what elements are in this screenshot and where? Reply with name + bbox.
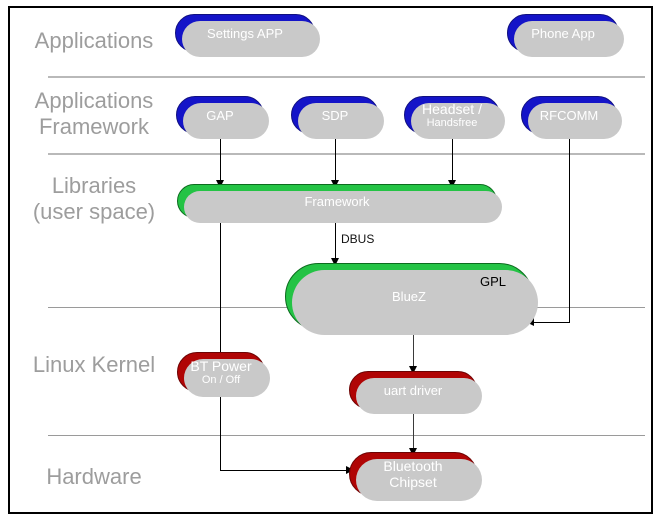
edge-framework-bluez-arrow — [331, 258, 339, 266]
node-chipset-label-line2: Chipset — [389, 474, 437, 490]
node-phone-app-label: Phone App — [531, 25, 595, 41]
edge-label-dbus: DBUS — [341, 232, 375, 246]
node-framework-label: Framework — [304, 193, 370, 209]
node-framework[interactable]: Framework — [177, 184, 502, 223]
edge-framework-chipset-vline — [220, 218, 221, 470]
node-bluez[interactable]: GPL BlueZ — [285, 263, 538, 335]
node-shadow — [356, 378, 482, 414]
divider-applications-framework — [48, 153, 645, 155]
divider-linux-kernel — [48, 435, 645, 436]
node-phone-app[interactable]: Phone App — [507, 14, 624, 57]
node-headset-handsfree[interactable]: Headset / Handsfree — [404, 96, 505, 139]
node-sdp[interactable]: SDP — [291, 96, 384, 139]
edge-bluez-uart-line — [413, 330, 414, 370]
edge-rfcomm-bluez-vline — [569, 135, 570, 322]
diagram-frame — [8, 6, 653, 514]
node-shadow — [514, 21, 624, 57]
node-shadow — [184, 359, 270, 397]
node-bt-power-label-line1: BT Power — [190, 357, 252, 374]
node-rfcomm-label: RFCOMM — [539, 107, 599, 123]
node-bluetooth-chipset[interactable]: Bluetooth Chipset — [349, 452, 482, 501]
edge-headset-framework-line — [452, 135, 453, 182]
node-uart-driver[interactable]: uart driver — [349, 371, 482, 414]
edge-sdp-framework-line — [335, 135, 336, 182]
edge-bluez-uart-arrow — [409, 366, 417, 374]
node-headset-label-line2: Handsfree — [426, 116, 478, 129]
node-shadow — [184, 191, 502, 223]
edge-framework-chipset-hline — [220, 470, 348, 471]
layer-label-applications: Applications — [34, 28, 154, 53]
node-bluez-label: BlueZ — [392, 289, 426, 304]
node-shadow — [356, 459, 482, 501]
layer-label-linux-kernel: Linux Kernel — [32, 352, 156, 377]
node-uart-driver-label: uart driver — [383, 382, 443, 398]
layer-label-hardware: Hardware — [46, 464, 142, 489]
node-shadow — [292, 270, 538, 335]
node-gap-label: GAP — [206, 107, 234, 123]
divider-applications — [48, 76, 645, 78]
node-shadow — [182, 21, 320, 57]
node-bluez-license-badge: GPL — [479, 274, 506, 289]
node-settings-app-label: Settings APP — [207, 25, 283, 41]
node-shadow — [528, 103, 622, 139]
node-shadow — [298, 103, 384, 139]
layer-label-applications-framework: Applications Framework — [34, 88, 154, 139]
node-bt-power[interactable]: BT Power On / Off — [177, 352, 270, 397]
layer-label-libraries: Libraries (user space) — [32, 173, 156, 224]
node-settings-app[interactable]: Settings APP — [175, 14, 320, 57]
edge-gap-framework-line — [220, 135, 221, 182]
node-shadow — [183, 103, 269, 139]
edge-framework-bluez-line — [335, 218, 336, 263]
node-shadow — [411, 103, 505, 139]
edge-rfcomm-bluez-hline — [534, 322, 570, 323]
edge-uart-chipset-line — [413, 410, 414, 454]
node-bt-power-label-line2: On / Off — [201, 373, 241, 386]
node-sdp-label: SDP — [321, 107, 349, 123]
node-headset-label-line1: Headset / — [422, 100, 482, 117]
node-rfcomm[interactable]: RFCOMM — [521, 96, 622, 139]
node-gap[interactable]: GAP — [176, 96, 269, 139]
node-chipset-label-line1: Bluetooth — [383, 458, 443, 474]
